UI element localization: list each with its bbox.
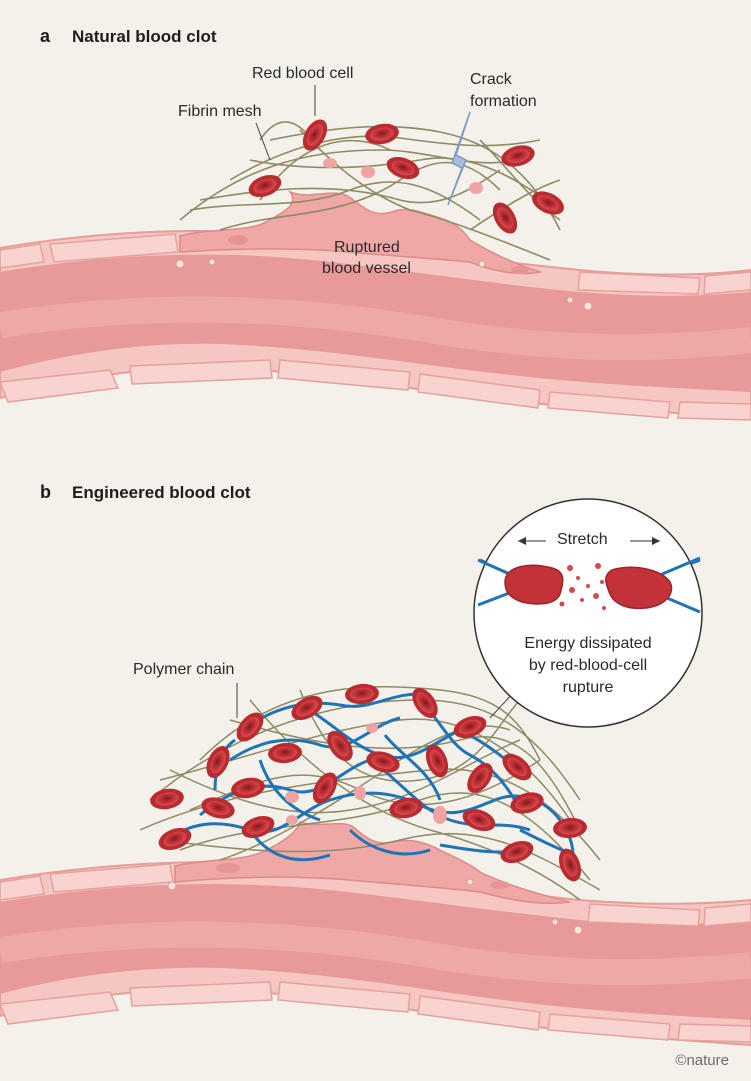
label-polymer-chain: Polymer chain	[133, 661, 235, 678]
panel-a-title: Natural blood clot	[72, 27, 217, 46]
label-energy-line2: by red-blood-cell	[528, 657, 648, 674]
label-ruptured-line1: Ruptured	[334, 239, 400, 256]
label-energy-line1: Energy dissipated	[524, 635, 652, 652]
nature-credit: ©nature	[675, 1052, 729, 1069]
label-energy-line3: rupture	[562, 679, 614, 696]
rbc-group-a	[245, 115, 568, 238]
vessel-b	[0, 821, 751, 1047]
rbc-group-b	[148, 682, 588, 885]
label-crack-line1: Crack	[470, 71, 512, 88]
panel-a-letter: a	[40, 26, 51, 46]
inset-circle	[473, 498, 703, 728]
label-ruptured-line2: blood vessel	[322, 260, 411, 277]
label-stretch: Stretch	[557, 531, 608, 548]
crack-icon	[447, 111, 471, 206]
label-fibrin-mesh: Fibrin mesh	[178, 103, 262, 120]
leaders-a	[255, 85, 316, 161]
vessel-a	[0, 190, 751, 421]
panel-b-title: Engineered blood clot	[72, 483, 251, 502]
label-red-blood-cell: Red blood cell	[252, 65, 354, 82]
panel-b-letter: b	[40, 482, 51, 502]
label-crack-line2: formation	[470, 93, 537, 110]
